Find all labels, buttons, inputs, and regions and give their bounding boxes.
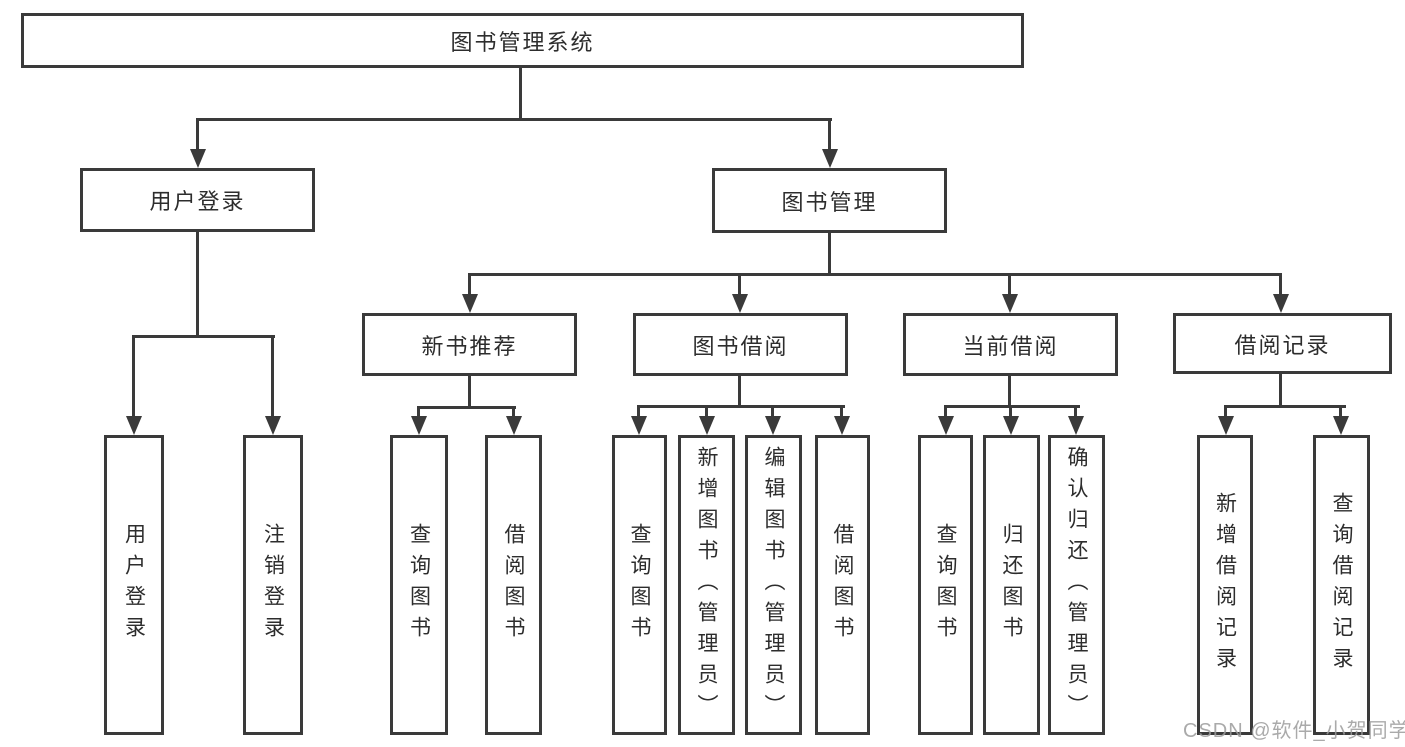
connector-leaf <box>1339 405 1342 418</box>
connector-leaf <box>771 405 774 418</box>
arrowhead-down-icon <box>411 416 427 435</box>
connector-root-stem <box>519 68 522 118</box>
connector-root-bus <box>196 118 832 121</box>
leaf-add-borrow-record: 新增借阅记录 <box>1197 435 1253 735</box>
connector-current-borrowing-stem <box>1008 376 1011 405</box>
connector-leaf <box>1009 405 1012 418</box>
node-borrowing-records: 借阅记录 <box>1173 313 1392 374</box>
arrowhead-down-icon <box>938 416 954 435</box>
leaf-edit-books-admin: 编辑图书（管理员） <box>745 435 802 735</box>
connector-leaf <box>840 405 843 418</box>
connector-book-management-bus <box>468 273 1282 276</box>
leaf-logout: 注销登录 <box>243 435 303 735</box>
arrowhead-down-icon <box>1218 416 1234 435</box>
node-book-management: 图书管理 <box>712 168 947 233</box>
connector-leaf <box>944 405 947 418</box>
leaf-borrow-books-recommend: 借阅图书 <box>485 435 542 735</box>
connector-leaf <box>637 405 640 418</box>
connector-to-current-borrowing <box>1008 273 1011 297</box>
connector-to-new-book <box>468 273 471 297</box>
arrowhead-down-icon <box>1003 416 1019 435</box>
node-user-login: 用户登录 <box>80 168 315 232</box>
connector-leaf <box>705 405 708 418</box>
leaf-query-books-current: 查询图书 <box>918 435 973 735</box>
arrowhead-down-icon <box>506 416 522 435</box>
leaf-query-books-borrow: 查询图书 <box>612 435 667 735</box>
connector-to-book-management <box>828 118 831 152</box>
arrowhead-down-icon <box>822 149 838 168</box>
node-current-borrowing: 当前借阅 <box>903 313 1118 376</box>
leaf-query-borrow-record: 查询借阅记录 <box>1313 435 1370 735</box>
connector-new-book-stem <box>468 376 471 406</box>
leaf-confirm-return-admin: 确认归还（管理员） <box>1048 435 1105 735</box>
leaf-user-login: 用户登录 <box>104 435 164 735</box>
arrowhead-down-icon <box>1002 294 1018 313</box>
arrowhead-down-icon <box>462 294 478 313</box>
leaf-return-books: 归还图书 <box>983 435 1040 735</box>
connector-to-book-borrowing <box>738 273 741 297</box>
arrowhead-down-icon <box>265 416 281 435</box>
watermark: CSDN @软件_小贺同学 <box>1183 720 1405 742</box>
connector-borrowing-records-stem <box>1279 374 1282 405</box>
node-book-borrowing: 图书借阅 <box>633 313 848 376</box>
connector-to-user-login <box>196 118 199 152</box>
connector-user-login-stem <box>196 232 199 335</box>
connector-leaf <box>1224 405 1227 418</box>
connector-current-borrowing-bus <box>944 405 1080 408</box>
connector-borrowing-records-bus <box>1224 405 1346 408</box>
arrowhead-down-icon <box>631 416 647 435</box>
arrowhead-down-icon <box>1068 416 1084 435</box>
arrowhead-down-icon <box>765 416 781 435</box>
connector-user-login-bus <box>132 335 275 338</box>
leaf-add-books-admin: 新增图书（管理员） <box>678 435 735 735</box>
arrowhead-down-icon <box>1273 294 1289 313</box>
arrowhead-down-icon <box>1333 416 1349 435</box>
arrowhead-down-icon <box>126 416 142 435</box>
connector-leaf <box>417 406 420 418</box>
arrowhead-down-icon <box>732 294 748 313</box>
arrowhead-down-icon <box>190 149 206 168</box>
connector-leaf <box>1074 405 1077 418</box>
connector-to-borrowing-records <box>1279 273 1282 297</box>
connector-book-borrowing-stem <box>738 376 741 405</box>
node-root: 图书管理系统 <box>21 13 1024 68</box>
connector-book-management-stem <box>828 233 831 273</box>
connector-book-borrowing-bus <box>637 405 845 408</box>
leaf-borrow-books: 借阅图书 <box>815 435 870 735</box>
arrowhead-down-icon <box>834 416 850 435</box>
connector-to-leaf-logout <box>271 335 274 419</box>
node-new-book-recommendation: 新书推荐 <box>362 313 577 376</box>
leaf-query-books-recommend: 查询图书 <box>390 435 448 735</box>
connector-to-leaf-user-login <box>132 335 135 419</box>
arrowhead-down-icon <box>699 416 715 435</box>
connector-new-book-bus <box>417 406 516 409</box>
connector-leaf <box>512 406 515 418</box>
